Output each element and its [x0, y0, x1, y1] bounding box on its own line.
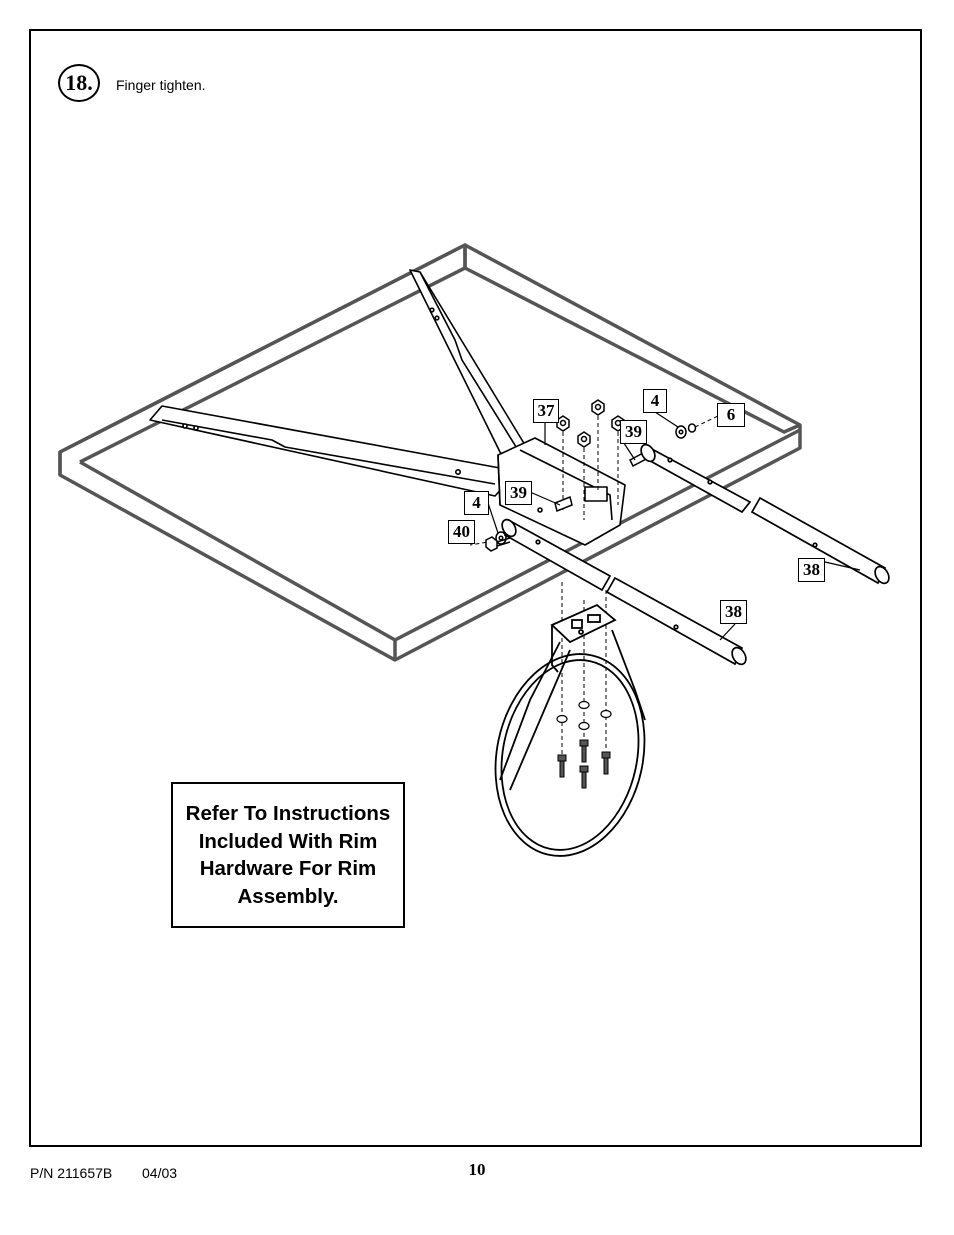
- step-number: 18.: [65, 70, 93, 95]
- page-number: 10: [468, 1160, 486, 1179]
- rim-washers: [556, 700, 612, 731]
- note-line: Assembly.: [237, 884, 339, 908]
- rim-bolts: [557, 739, 611, 789]
- callout-leaders: [487, 411, 861, 641]
- callout-6: 6: [717, 403, 745, 427]
- note-line: Refer To Instructions: [185, 802, 391, 825]
- footer-date: 04/03: [142, 1165, 178, 1181]
- bolt-hardware: [485, 536, 511, 552]
- callout-39-upper: 39: [620, 420, 647, 444]
- washer-hardware: [495, 423, 697, 545]
- callout-40: 40: [448, 520, 475, 544]
- page-frame: [29, 29, 922, 1147]
- callout-38-lower: 38: [720, 600, 747, 624]
- step-number-badge: 18.: [58, 64, 100, 102]
- callout-39-lower: 39: [505, 481, 532, 505]
- tube-upper: [640, 443, 890, 585]
- rim-assembly: [494, 603, 646, 857]
- footer-part-number: P/N 211657B: [30, 1165, 113, 1181]
- rim-instructions-note: Refer To Instructions Included With Rim …: [171, 782, 405, 928]
- callout-38-right: 38: [798, 558, 825, 582]
- note-line: Hardware For Rim: [199, 857, 377, 880]
- mounting-bracket: [497, 437, 626, 546]
- callout-4-upper: 4: [643, 389, 667, 413]
- backboard: [58, 243, 802, 662]
- note-line: Included With Rim: [198, 829, 378, 853]
- nut-hardware: [556, 399, 625, 448]
- tube-lower: [501, 518, 747, 666]
- callout-4-lower: 4: [464, 491, 489, 515]
- step-instruction: Finger tighten.: [116, 77, 206, 93]
- callout-37: 37: [533, 399, 559, 423]
